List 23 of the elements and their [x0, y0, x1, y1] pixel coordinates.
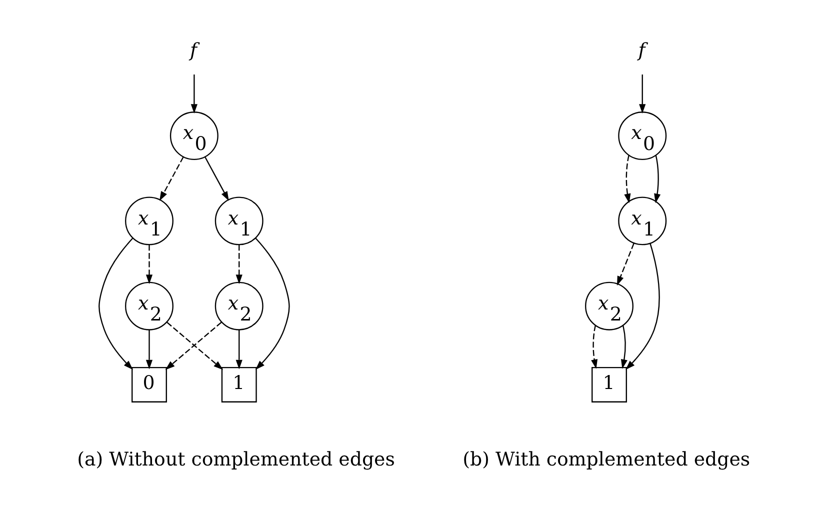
arrow [236, 244, 242, 284]
label: (a) Without complemented edges [77, 448, 395, 470]
arrow [654, 155, 661, 204]
arrow [624, 155, 631, 204]
node-box: 0 [132, 366, 167, 402]
arrow [639, 74, 646, 114]
arrow [204, 156, 229, 201]
arrow [146, 244, 153, 284]
node-box: 1 [592, 366, 627, 402]
arrow [146, 330, 153, 370]
arrow [591, 325, 598, 369]
node-text: f [190, 39, 198, 62]
arrow [616, 243, 634, 286]
arrow [626, 243, 660, 370]
arrow [255, 238, 290, 370]
node-text: f [638, 39, 646, 62]
arrow [98, 238, 133, 370]
label: (b) With complemented edges [462, 448, 750, 470]
arrow [190, 74, 198, 114]
node-box: 1 [221, 366, 257, 402]
arrow [620, 325, 628, 369]
arrow [159, 156, 184, 201]
arrow [236, 330, 242, 370]
